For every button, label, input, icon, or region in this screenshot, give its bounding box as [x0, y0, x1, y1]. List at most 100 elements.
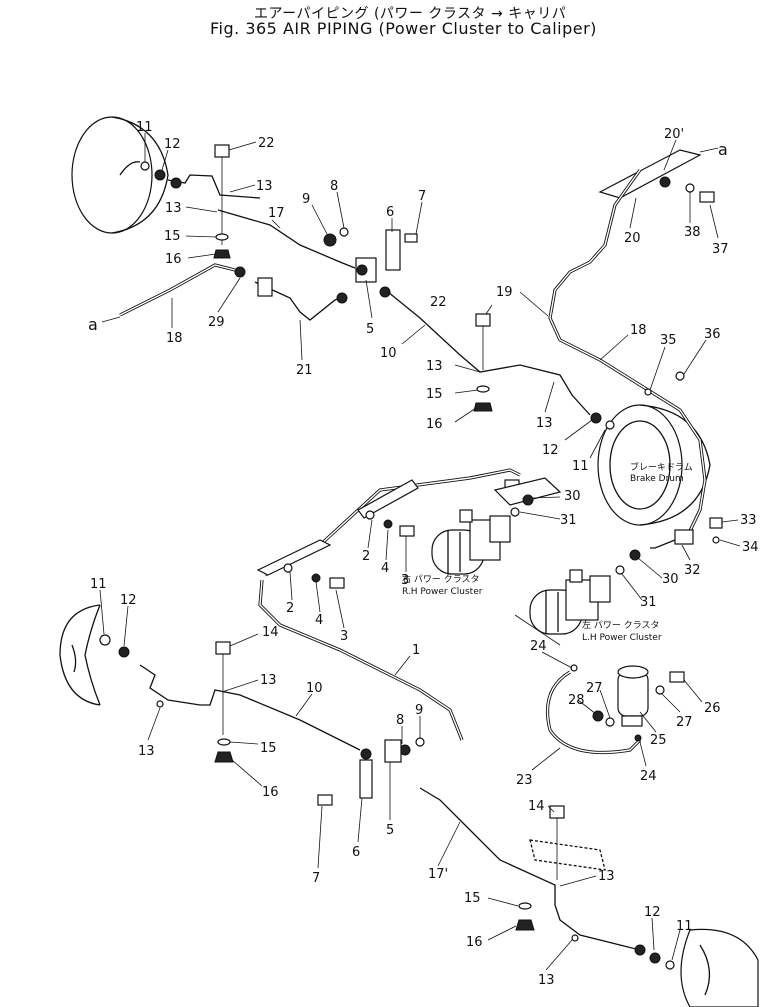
callout-13: 13 [165, 201, 182, 216]
figure-title-japanese: エアーパイピング (パワー クラスタ → キャリパ [254, 6, 567, 22]
figure-title: Fig. 365 AIR PIPING (Power Cluster to Ca… [210, 19, 597, 38]
callout-33: 33 [740, 513, 757, 528]
callout-28: 28 [568, 693, 585, 708]
callout-31: 31 [640, 595, 657, 610]
rh-cluster-label: R.H Power Cluster [402, 587, 483, 597]
callout-16: 16 [426, 417, 443, 432]
brake-drum-label-jp: ブレーキドラム [630, 461, 693, 473]
lower-left-piping [99, 634, 425, 806]
callout-32: 32 [684, 563, 701, 578]
callout-11: 11 [676, 919, 693, 934]
callout-29: 29 [208, 315, 225, 330]
callout-17: 17 [268, 206, 285, 221]
callout-15: 15 [164, 229, 181, 244]
callout-15: 15 [260, 741, 277, 756]
callout-13: 13 [138, 744, 155, 759]
callout-2: 2 [362, 549, 370, 564]
callout-20: 20 [624, 231, 641, 246]
rh-power-cluster [431, 509, 511, 575]
ref-a-left: a [88, 315, 98, 334]
callout-14: 14 [528, 799, 545, 814]
callout-25: 25 [650, 733, 667, 748]
brake-drum-bottom-left [59, 604, 101, 706]
callout-13: 13 [536, 416, 553, 431]
callout-16: 16 [466, 935, 483, 950]
callout-15: 15 [464, 891, 481, 906]
callout-27: 27 [586, 681, 603, 696]
callout-13: 13 [426, 359, 443, 374]
callout-11: 11 [90, 577, 107, 592]
callout-8: 8 [330, 179, 338, 194]
brake-drum-top-left [71, 116, 169, 234]
callout-37: 37 [712, 242, 729, 257]
leader-lines [99, 133, 741, 971]
callout-5: 5 [386, 823, 394, 838]
callout-12: 12 [164, 137, 181, 152]
callout-11: 11 [136, 120, 153, 135]
brake-drum-right [597, 404, 711, 526]
main-center-piping [256, 468, 562, 741]
callout-17-prime: 17' [428, 867, 448, 882]
callout-18: 18 [166, 331, 183, 346]
callout-36: 36 [704, 327, 721, 342]
callout-8: 8 [396, 713, 404, 728]
callout-10: 10 [380, 346, 397, 361]
callout-38: 38 [684, 225, 701, 240]
right-side-piping [548, 149, 723, 575]
callout-5: 5 [366, 322, 374, 337]
callout-12: 12 [120, 593, 137, 608]
callout-16: 16 [262, 785, 279, 800]
brake-drum-label: Brake Drum [630, 474, 684, 484]
brake-drum-bottom-right [680, 928, 759, 1007]
callout-12: 12 [542, 443, 559, 458]
callout-3: 3 [340, 629, 348, 644]
callout-31: 31 [560, 513, 577, 528]
callout-15: 15 [426, 387, 443, 402]
callout-19: 19 [496, 285, 513, 300]
callout-22: 22 [430, 295, 447, 310]
callout-numbers: 11 12 22 13 13 17 15 16 18 29 21 5 8 9 6… [90, 120, 759, 988]
callout-3: 3 [401, 573, 409, 588]
upper-left-piping [119, 144, 418, 321]
callout-13: 13 [256, 179, 273, 194]
callout-30: 30 [662, 572, 679, 587]
callout-4: 4 [381, 561, 389, 576]
callout-22: 22 [258, 136, 275, 151]
callout-34: 34 [742, 540, 759, 555]
callout-4: 4 [315, 613, 323, 628]
callout-2: 2 [286, 601, 294, 616]
ref-a-right: a [718, 140, 728, 159]
callout-14: 14 [262, 625, 279, 640]
callout-24: 24 [640, 769, 657, 784]
lh-cluster-label: L.H Power Cluster [582, 633, 662, 643]
callout-26: 26 [704, 701, 721, 716]
callout-9: 9 [302, 192, 310, 207]
callout-21: 21 [296, 363, 313, 378]
callout-6: 6 [352, 845, 360, 860]
callout-20-prime: 20' [664, 127, 684, 142]
callout-1: 1 [412, 643, 420, 658]
callout-12: 12 [644, 905, 661, 920]
callout-13: 13 [598, 869, 615, 884]
lower-right-piping [419, 787, 675, 970]
rh-cluster-label-jp: 右 パワー クラスタ [402, 573, 480, 585]
callout-24: 24 [530, 639, 547, 654]
callout-27: 27 [676, 715, 693, 730]
callout-11: 11 [572, 459, 589, 474]
lh-power-cluster [514, 569, 611, 646]
callout-6: 6 [386, 205, 394, 220]
callout-10: 10 [306, 681, 323, 696]
callout-35: 35 [660, 333, 677, 348]
callout-23: 23 [516, 773, 533, 788]
callout-7: 7 [418, 189, 426, 204]
lh-cluster-label-jp: 左 パワー クラスタ [582, 619, 660, 631]
callout-16: 16 [165, 252, 182, 267]
callout-18: 18 [630, 323, 647, 338]
callout-13: 13 [538, 973, 555, 988]
callout-30: 30 [564, 489, 581, 504]
callout-7: 7 [312, 871, 320, 886]
callout-13: 13 [260, 673, 277, 688]
center-piping [387, 291, 615, 430]
